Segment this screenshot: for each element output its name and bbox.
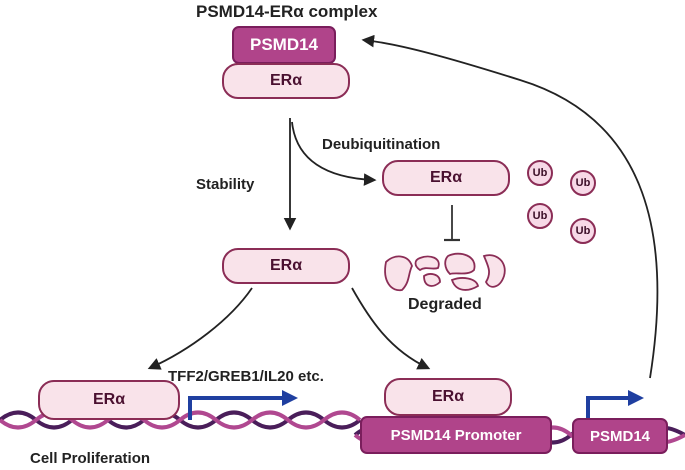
- ub-ubiquitin-3: Ub: [527, 203, 553, 229]
- target-genes-label: TFF2/GREB1/IL20 etc.: [168, 368, 324, 385]
- tss-arrow-left-head: [282, 390, 298, 406]
- tss-arrow-left: [188, 396, 284, 420]
- degraded-label: Degraded: [408, 296, 482, 313]
- ub-ubiquitin-2: Ub: [570, 170, 596, 196]
- era-pill-top: ERα: [222, 63, 350, 99]
- psmd14-promoter-box: PSMD14 Promoter: [360, 416, 552, 454]
- era-pill-deubiquitinated: ERα: [382, 160, 510, 196]
- ub-ubiquitin-4: Ub: [570, 218, 596, 244]
- tss-arrow-right-head: [628, 390, 644, 406]
- era-pill-middle: ERα: [222, 248, 350, 284]
- to-cell-proliferation-arrow: [147, 287, 253, 370]
- to-promoter-arrow: [351, 287, 431, 370]
- stability-label: Stability: [196, 176, 255, 193]
- cell-proliferation-label: Cell Proliferation: [30, 450, 151, 467]
- tss-arrow-right: [586, 396, 630, 420]
- inhibition-symbol: [444, 205, 460, 242]
- feedback-arrow: [361, 34, 659, 379]
- degraded-fragments-icon: [384, 252, 506, 292]
- era-pill-left: ERα: [38, 380, 180, 420]
- era-pill-right: ERα: [384, 378, 512, 416]
- complex-title: PSMD14-ERα complex: [196, 2, 378, 21]
- ub-ubiquitin-1: Ub: [527, 160, 553, 186]
- deubiquitination-label: Deubiquitination: [322, 136, 441, 153]
- psmd14-gene-box: PSMD14: [572, 418, 668, 454]
- deubiquitination-arrow: [291, 121, 377, 186]
- psmd14-box: PSMD14: [232, 26, 336, 64]
